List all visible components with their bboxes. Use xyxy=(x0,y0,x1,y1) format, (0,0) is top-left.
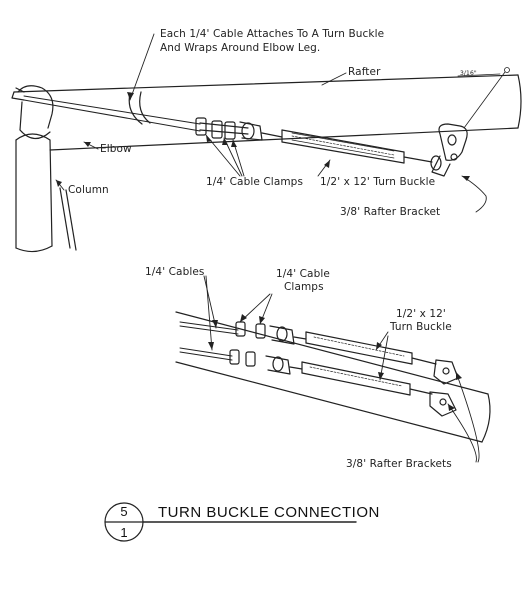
bottom-cable-clamps xyxy=(229,321,295,375)
note-line-1: Each 1/4' Cable Attaches To A Turn Buckl… xyxy=(160,28,385,40)
rafter-bracket-label: 3/8' Rafter Bracket xyxy=(340,206,441,218)
detail-title: TURN BUCKLE CONNECTION xyxy=(158,504,380,521)
clamps-label-line-2: Clamps xyxy=(284,281,324,293)
turn-buckle-label-line-1: 1/2' x 12' xyxy=(396,308,446,320)
sheet-number: 1 xyxy=(120,525,128,540)
top-turn-buckle xyxy=(261,129,442,171)
top-cables xyxy=(23,95,201,132)
detail-number: 5 xyxy=(120,504,128,519)
elbow xyxy=(11,85,54,140)
rafter-beam xyxy=(13,74,522,151)
note-line-2: And Wraps Around Elbow Leg. xyxy=(160,42,321,54)
top-rafter-bracket xyxy=(431,67,510,177)
rafter-label: Rafter xyxy=(348,66,381,78)
turn-buckle-label-line-2: Turn Buckle xyxy=(390,321,452,333)
arrow-heads xyxy=(56,92,470,411)
detail-tag xyxy=(104,502,357,542)
turn-buckle-label: 1/2' x 12' Turn Buckle xyxy=(320,176,436,188)
rafter-brackets-label: 3/8' Rafter Brackets xyxy=(346,458,452,470)
bottom-turn-buckles xyxy=(289,331,437,396)
bottom-cables xyxy=(179,321,239,361)
bottom-leaders xyxy=(203,275,480,463)
dimension-label: 3/16" xyxy=(460,70,477,77)
cable-clamps-label: 1/4' Cable Clamps xyxy=(206,176,304,188)
bottom-rafter-brackets xyxy=(429,359,459,417)
clamps-label-line-1: 1/4' Cable xyxy=(276,268,330,280)
cables-label: 1/4' Cables xyxy=(145,266,205,278)
top-cable-clamps xyxy=(195,117,263,141)
elbow-label: Elbow xyxy=(100,143,132,155)
column-label: Column xyxy=(68,184,109,196)
column xyxy=(15,133,77,253)
bottom-rafter xyxy=(175,311,491,443)
